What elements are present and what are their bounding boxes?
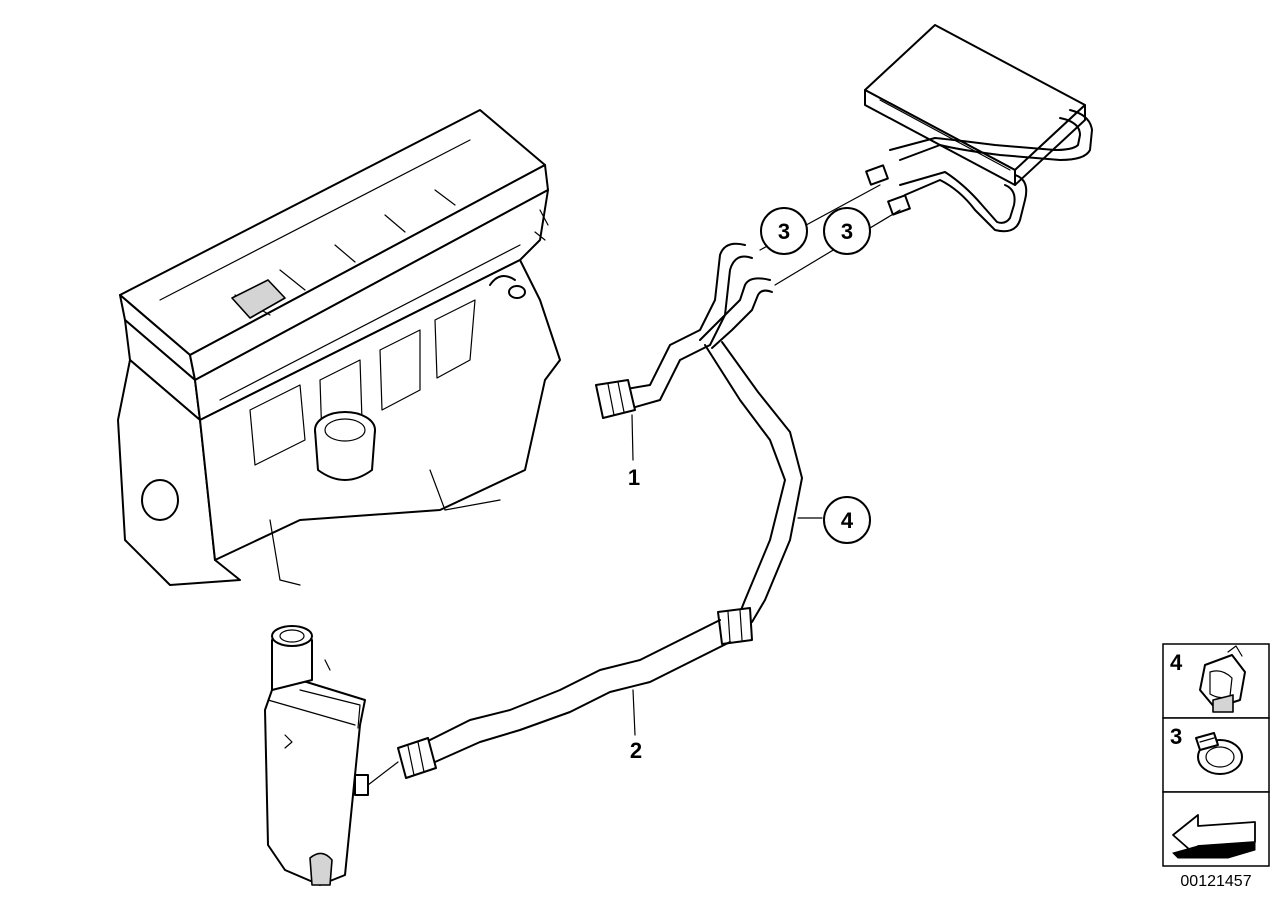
direction-arrow-icon (1172, 814, 1256, 859)
callout-4-label: 4 (841, 508, 854, 533)
hose-2 (397, 619, 731, 779)
callout-3b-label: 3 (841, 219, 853, 244)
hose-4 (704, 341, 823, 645)
callout-3a: 3 (760, 207, 808, 255)
hose-1 (595, 242, 773, 461)
engine-block (117, 109, 561, 586)
legend-4-number: 4 (1170, 650, 1183, 675)
legend-3-number: 3 (1170, 724, 1182, 749)
diagram-number: 00121457 (1180, 873, 1251, 890)
part-1-label: 1 (628, 465, 640, 490)
callout-4: 4 (823, 496, 871, 544)
clip-icon (1199, 645, 1246, 713)
expansion-tank (264, 625, 399, 886)
callout-3b: 3 (823, 207, 871, 255)
callout-3a-label: 3 (778, 219, 790, 244)
part-2-label: 2 (630, 738, 642, 763)
hose-clamp-icon (1195, 732, 1243, 775)
heater-core (864, 24, 1093, 233)
legend: 4 3 (1162, 643, 1270, 867)
